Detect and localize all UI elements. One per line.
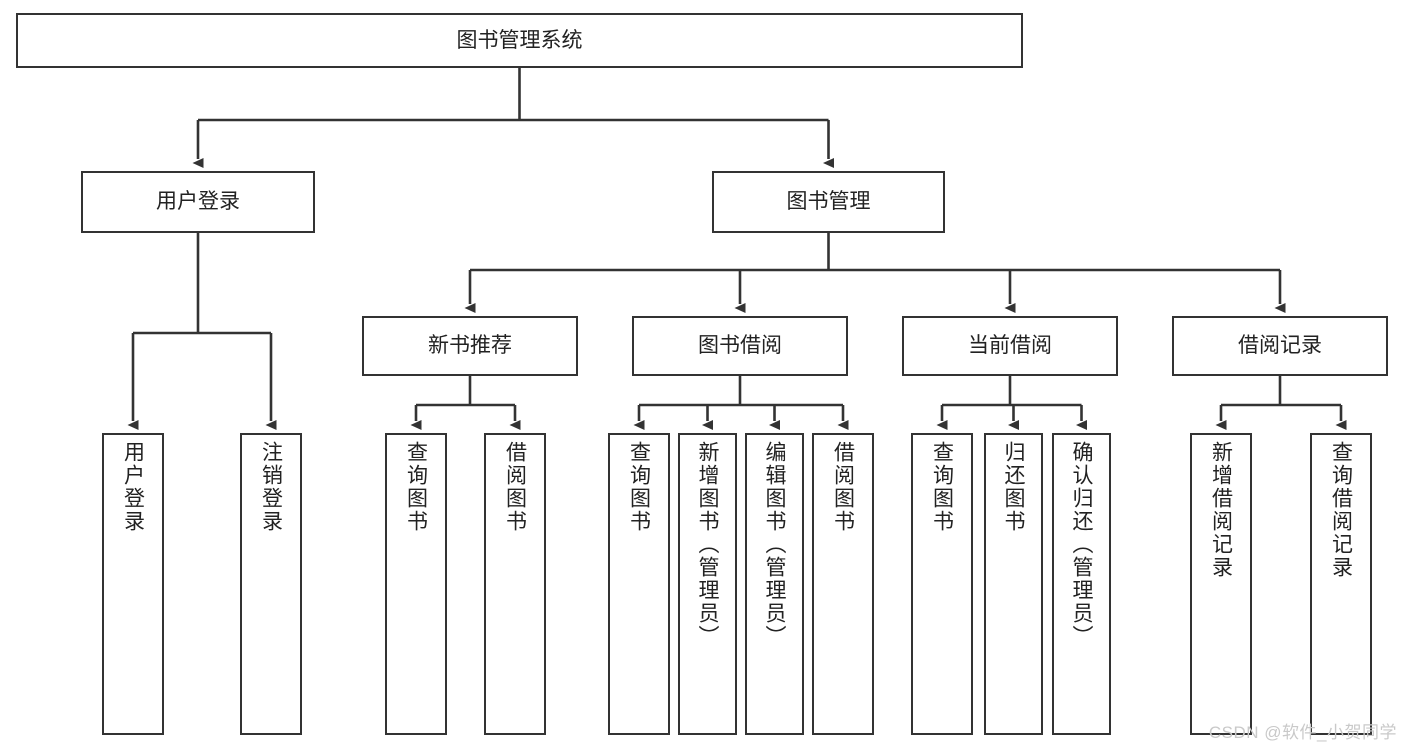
node-level3-3[interactable]: 借阅记录 — [1172, 316, 1388, 376]
node-label: 编辑图书（管理员） — [763, 441, 786, 648]
node-leaf-8[interactable]: 查询图书 — [911, 433, 973, 735]
node-leaf-1[interactable]: 注销登录 — [240, 433, 302, 735]
node-label: 查询图书 — [627, 441, 651, 533]
node-leaf-11[interactable]: 新增借阅记录 — [1190, 433, 1252, 735]
node-label: 查询图书 — [930, 441, 954, 533]
node-level3-0[interactable]: 新书推荐 — [362, 316, 578, 376]
node-leaf-6[interactable]: 编辑图书（管理员） — [745, 433, 804, 735]
node-label: 用户登录 — [121, 441, 145, 533]
node-label: 归还图书 — [1002, 441, 1025, 533]
node-label: 图书借阅 — [698, 334, 782, 358]
node-label: 借阅记录 — [1238, 334, 1322, 358]
node-label: 新增图书（管理员） — [696, 441, 719, 648]
node-root-0[interactable]: 图书管理系统 — [16, 13, 1023, 68]
node-leaf-4[interactable]: 查询图书 — [608, 433, 670, 735]
node-leaf-12[interactable]: 查询借阅记录 — [1310, 433, 1372, 735]
node-leaf-0[interactable]: 用户登录 — [102, 433, 164, 735]
node-label: 确认归还（管理员） — [1070, 441, 1093, 648]
node-level3-1[interactable]: 图书借阅 — [632, 316, 848, 376]
node-leaf-3[interactable]: 借阅图书 — [484, 433, 546, 735]
node-label: 查询借阅记录 — [1329, 441, 1353, 579]
node-level3-2[interactable]: 当前借阅 — [902, 316, 1118, 376]
node-label: 图书管理系统 — [456, 28, 583, 52]
node-label: 图书管理 — [786, 190, 871, 214]
node-leaf-7[interactable]: 借阅图书 — [812, 433, 874, 735]
node-label: 借阅图书 — [831, 441, 855, 533]
node-leaf-2[interactable]: 查询图书 — [385, 433, 447, 735]
node-label: 新增借阅记录 — [1209, 441, 1233, 579]
node-label: 查询图书 — [404, 441, 428, 533]
node-label: 用户登录 — [156, 190, 240, 214]
node-leaf-5[interactable]: 新增图书（管理员） — [678, 433, 737, 735]
node-level2-0[interactable]: 用户登录 — [81, 171, 315, 233]
node-label: 当前借阅 — [968, 334, 1052, 358]
node-label: 注销登录 — [259, 441, 283, 533]
node-leaf-10[interactable]: 确认归还（管理员） — [1052, 433, 1111, 735]
watermark-text: CSDN @软件_小贺同学 — [1208, 723, 1397, 742]
node-level2-1[interactable]: 图书管理 — [712, 171, 945, 233]
node-label: 新书推荐 — [428, 334, 512, 358]
node-leaf-9[interactable]: 归还图书 — [984, 433, 1043, 735]
node-label: 借阅图书 — [503, 441, 527, 533]
